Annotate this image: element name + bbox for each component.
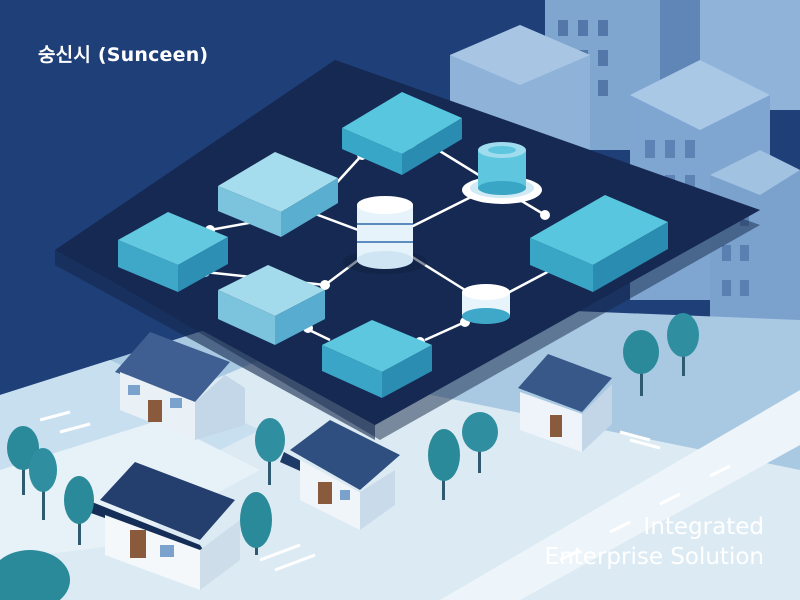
server-module-icon <box>218 265 325 345</box>
house-icon <box>518 354 612 452</box>
house-icon <box>115 332 245 440</box>
tagline-line-1: Integrated <box>643 514 764 540</box>
server-module-icon <box>118 212 228 292</box>
brand-name: 숭신시 (Sunceen) <box>38 44 209 66</box>
database-icon <box>462 284 510 324</box>
tagline-line-2: Enterprise Solution <box>544 544 764 570</box>
server-module-icon <box>218 152 338 237</box>
database-icon <box>462 142 542 204</box>
database-icon <box>343 196 427 274</box>
tree-icon <box>0 313 699 600</box>
server-module-icon <box>322 320 432 398</box>
hanok-icon <box>88 462 240 590</box>
server-module-icon <box>342 92 462 175</box>
hanok-icon <box>280 420 400 530</box>
server-module-icon <box>530 195 668 292</box>
tagline: Integrated Enterprise Solution <box>545 512 764 572</box>
